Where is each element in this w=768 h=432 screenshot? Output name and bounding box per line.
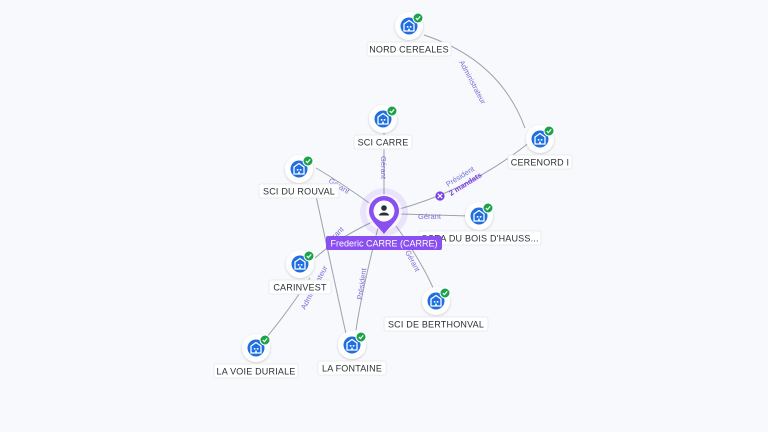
check-icon	[259, 334, 271, 346]
center-label-box	[326, 236, 442, 250]
node-la-fontaine[interactable]: LA FONTAINE	[317, 331, 387, 376]
company-icon-bg	[427, 292, 445, 310]
check-icon	[386, 105, 398, 117]
node-label: SCI DE BERTHONVAL	[388, 320, 484, 330]
node-cerenord-i[interactable]: CERENORD I	[507, 125, 573, 170]
check-icon	[303, 250, 315, 262]
edge-label-center-scicarre: Gérant	[379, 156, 388, 180]
node-label-box	[383, 316, 489, 332]
edge-nord-cerenord	[423, 34, 526, 129]
edge-center-bois	[399, 213, 471, 217]
edge-center-berthonval	[395, 225, 435, 291]
check-icon	[302, 155, 314, 167]
check-mark	[305, 159, 311, 164]
company-icon-bg	[343, 336, 361, 354]
company-icon-bg	[531, 130, 549, 148]
check-mark	[546, 129, 552, 134]
mandats-badge[interactable]: Président 2 mandats	[435, 164, 484, 201]
check-mark	[389, 109, 395, 114]
node-label-box	[213, 363, 299, 379]
node-sci-du-rouval[interactable]: SCI DU ROUVAL	[258, 155, 340, 199]
check-icon	[439, 287, 451, 299]
edge-center-cerenord	[395, 141, 531, 211]
company-icon-bg	[290, 160, 308, 178]
node-label-box	[258, 183, 340, 199]
pin-inner	[373, 200, 395, 222]
node-nord-cereales[interactable]: NORD CEREALES	[366, 12, 452, 57]
check-icon	[482, 202, 494, 214]
check-icon	[355, 331, 367, 343]
check-icon	[412, 12, 424, 24]
node-label: CERENORD I	[511, 158, 570, 168]
check-mark	[306, 254, 312, 259]
node-la-voie-duriale[interactable]: LA VOIE DURIALE	[213, 334, 299, 379]
company-icon-bg	[470, 207, 488, 225]
check-mark	[442, 291, 448, 296]
node-label-box	[353, 134, 413, 150]
company-icon-bg	[291, 255, 309, 273]
edge-center-rouval	[315, 167, 373, 206]
check-mark	[262, 338, 268, 343]
node-label: SCI CARRE	[358, 138, 409, 148]
x-mark	[437, 193, 443, 199]
center-person-node[interactable]: Frederic CARRE (CARRE)	[326, 188, 442, 250]
company-nodes: NORD CEREALES CERENORD I SCI CARRE	[213, 12, 573, 379]
check-mark	[358, 335, 364, 340]
edge-rouval-fontaine	[315, 195, 347, 335]
company-icon-bg	[374, 110, 392, 128]
node-label: LA VOIE DURIALE	[216, 367, 295, 377]
node-label-box	[507, 154, 573, 170]
company-icon-bg	[400, 17, 418, 35]
edge-label-center-bois: Gérant	[418, 212, 442, 221]
company-icon-bg	[247, 339, 265, 357]
edge-label-nord-cerenord: Administrateur	[457, 59, 488, 106]
node-label: SCI DU ROUVAL	[263, 187, 335, 197]
check-mark	[485, 206, 491, 211]
node-sci-carre[interactable]: SCI CARRE	[353, 105, 413, 150]
node-label: SCEA DU BOIS D'HAUSS...	[421, 234, 538, 244]
node-label-box	[268, 279, 332, 295]
node-label-box	[366, 41, 452, 57]
node-label: CARINVEST	[273, 283, 327, 293]
node-sci-de-berthonval[interactable]: SCI DE BERTHONVAL	[383, 287, 489, 332]
node-scea-du-bois[interactable]: SCEA DU BOIS D'HAUSS...	[418, 202, 542, 246]
node-label: NORD CEREALES	[369, 45, 449, 55]
node-label: LA FONTAINE	[322, 364, 382, 374]
center-label: Frederic CARRE (CARRE)	[330, 239, 437, 249]
edge-label-center-fontaine: Président	[355, 267, 368, 301]
check-icon	[543, 125, 555, 137]
node-label-box	[317, 360, 387, 376]
check-mark	[415, 16, 421, 21]
node-carinvest[interactable]: CARINVEST	[268, 250, 332, 295]
person-icon	[379, 205, 389, 216]
